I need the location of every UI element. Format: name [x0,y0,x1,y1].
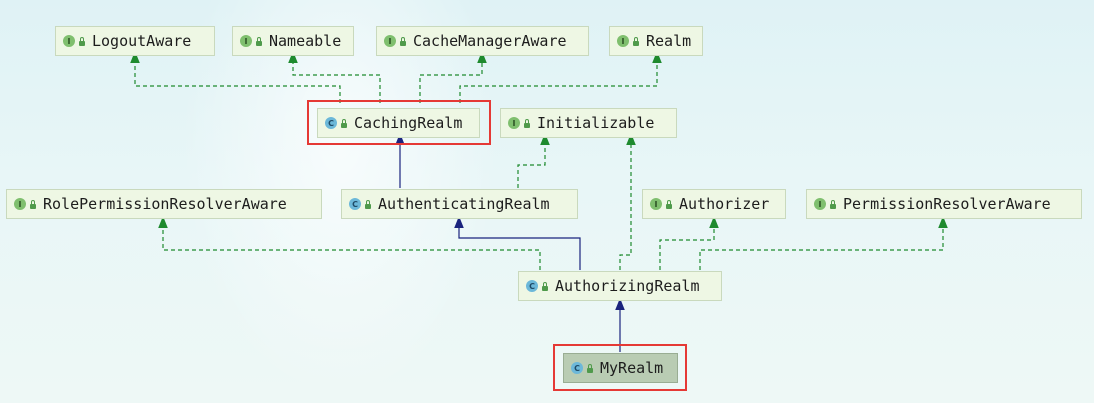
node-initializable[interactable]: I Initializable [500,108,677,138]
node-cache-manager-aware[interactable]: I CacheManagerAware [376,26,589,56]
lock-icon [666,199,672,209]
edge-cachingrealm-cachemanageraware [419,51,487,103]
edge-authorizingrealm-initializable [619,133,636,270]
interface-icon: I [508,117,520,129]
node-label: Authorizer [679,195,770,213]
lock-icon [256,36,262,46]
edge-authenticatingrealm-initializable [517,133,550,188]
node-permission-resolver-aware[interactable]: I PermissionResolverAware [806,189,1082,219]
lock-icon [365,199,371,209]
interface-icon: I [650,198,662,210]
node-label: MyRealm [600,359,664,377]
node-label: AuthorizingRealm [555,277,700,295]
node-label: Nameable [269,32,342,50]
edge-authorizingrealm-rolepermissionresolveraware [158,216,541,270]
node-label: Realm [646,32,692,50]
node-label: CachingRealm [354,114,463,132]
class-icon: C [325,117,337,129]
node-realm[interactable]: I Realm [609,26,703,56]
node-logout-aware[interactable]: I LogoutAware [55,26,215,56]
lock-icon [633,36,639,46]
interface-icon: I [814,198,826,210]
lock-icon [30,199,36,209]
node-authorizer[interactable]: I Authorizer [642,189,786,219]
edge-authorizingrealm-authorizer [659,216,719,270]
edge-authorizingrealm-permissionresolveraware [699,216,948,270]
edge-cachingrealm-nameable [288,51,381,103]
interface-icon: I [14,198,26,210]
class-icon: C [349,198,361,210]
node-label: Initializable [537,114,655,132]
node-label: PermissionResolverAware [843,195,1051,213]
class-icon: C [526,280,538,292]
lock-icon [830,199,836,209]
edge-cachingrealm-logoutaware [130,51,341,103]
highlight-box-caching-realm [307,100,491,145]
interface-icon: I [617,35,629,47]
node-caching-realm[interactable]: C CachingRealm [317,108,480,138]
node-label: LogoutAware [92,32,192,50]
node-role-permission-resolver-aware[interactable]: I RolePermissionResolverAware [6,189,322,219]
interface-icon: I [240,35,252,47]
node-label: RolePermissionResolverAware [43,195,287,213]
lock-icon [79,36,85,46]
lock-icon [341,118,347,128]
edge-authorizingrealm-authenticatingrealm [454,216,581,270]
lock-icon [524,118,530,128]
node-authenticating-realm[interactable]: C AuthenticatingRealm [341,189,578,219]
node-nameable[interactable]: I Nameable [232,26,354,56]
class-icon: C [571,362,583,374]
edge-cachingrealm-realm [459,51,662,103]
interface-icon: I [384,35,396,47]
lock-icon [587,363,593,373]
lock-icon [400,36,406,46]
interface-icon: I [63,35,75,47]
node-authorizing-realm[interactable]: C AuthorizingRealm [518,271,722,301]
node-label: AuthenticatingRealm [378,195,550,213]
node-label: CacheManagerAware [413,32,567,50]
node-my-realm[interactable]: C MyRealm [563,353,678,383]
highlight-box-my-realm [553,344,687,391]
lock-icon [542,281,548,291]
